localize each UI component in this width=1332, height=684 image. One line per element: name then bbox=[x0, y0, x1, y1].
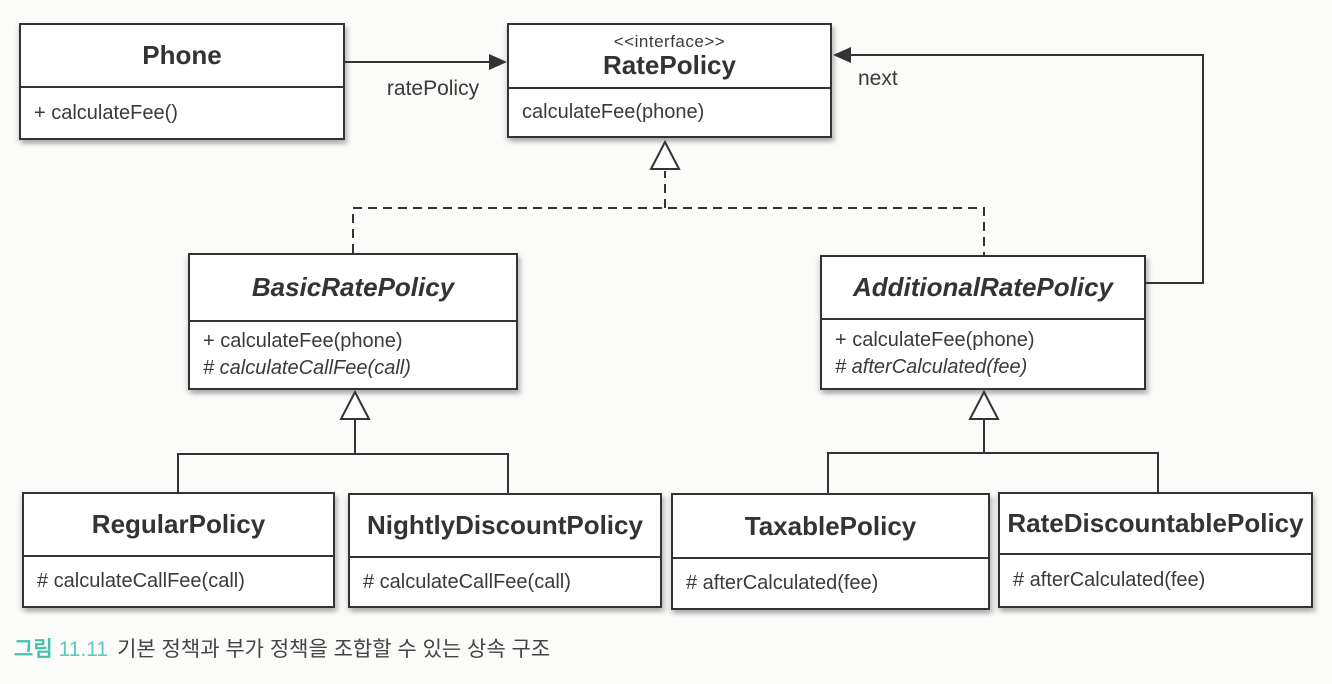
member-row: # calculateCallFee(call) bbox=[37, 570, 245, 592]
class-box-basic-rate-policy: BasicRatePolicy + calculateFee(phone) # … bbox=[188, 253, 518, 390]
class-title-nightly-discount-policy: NightlyDiscountPolicy bbox=[350, 495, 660, 558]
member-row: # afterCalculated(fee) bbox=[686, 572, 879, 594]
class-title-taxable-policy: TaxablePolicy bbox=[673, 495, 988, 559]
class-title-rate-discountable-policy: RateDiscountablePolicy bbox=[1000, 494, 1311, 555]
member-row-abstract: # calculateCallFee(call) bbox=[203, 357, 411, 379]
member-row: + calculateFee(phone) bbox=[835, 329, 1035, 351]
class-title-additional-rate-policy: AdditionalRatePolicy bbox=[822, 257, 1144, 320]
hollow-triangle-icon bbox=[968, 389, 1000, 420]
class-name: RateDiscountablePolicy bbox=[1007, 508, 1304, 539]
member-row: # calculateCallFee(call) bbox=[363, 570, 571, 593]
member-row: # afterCalculated(fee) bbox=[1013, 569, 1206, 591]
class-members-regular-policy: # calculateCallFee(call) bbox=[24, 557, 333, 606]
class-box-rate-discountable-policy: RateDiscountablePolicy # afterCalculated… bbox=[998, 492, 1313, 608]
member-row: + calculateFee(phone) bbox=[203, 330, 403, 352]
class-box-taxable-policy: TaxablePolicy # afterCalculated(fee) bbox=[671, 493, 990, 610]
hollow-triangle-icon bbox=[649, 139, 681, 170]
hollow-triangle-icon bbox=[339, 389, 371, 420]
class-name: BasicRatePolicy bbox=[251, 272, 455, 303]
caption-text: 기본 정책과 부가 정책을 조합할 수 있는 상속 구조 bbox=[117, 638, 551, 661]
member-row-abstract: # afterCalculated(fee) bbox=[835, 356, 1028, 378]
class-name: TaxablePolicy bbox=[744, 510, 917, 541]
class-box-rate-policy: <<interface>> RatePolicy calculateFee(ph… bbox=[507, 23, 832, 138]
class-title-basic-rate-policy: BasicRatePolicy bbox=[190, 255, 516, 322]
class-box-phone: Phone + calculateFee() bbox=[19, 23, 345, 140]
association-phone-ratepolicy bbox=[345, 54, 507, 70]
class-members-phone: + calculateFee() bbox=[21, 88, 343, 138]
class-members-rate-discountable-policy: # afterCalculated(fee) bbox=[1000, 555, 1311, 606]
edge-label-next: next bbox=[858, 67, 898, 90]
class-name: NightlyDiscountPolicy bbox=[367, 510, 643, 541]
class-members-nightly-discount-policy: # calculateCallFee(call) bbox=[350, 558, 660, 606]
class-title-regular-policy: RegularPolicy bbox=[24, 494, 333, 557]
class-members-rate-policy: calculateFee(phone) bbox=[509, 89, 830, 136]
class-box-additional-rate-policy: AdditionalRatePolicy + calculateFee(phon… bbox=[820, 255, 1146, 390]
realization-links bbox=[352, 171, 985, 255]
class-title-phone: Phone bbox=[21, 25, 343, 88]
generalization-additional-children bbox=[827, 419, 1159, 493]
class-name: Phone bbox=[142, 40, 222, 71]
class-members-taxable-policy: # afterCalculated(fee) bbox=[673, 559, 988, 608]
filled-arrowhead-icon bbox=[489, 54, 507, 70]
member-row: + calculateFee() bbox=[34, 101, 178, 124]
caption-figure-number: 11.11 bbox=[58, 638, 109, 661]
member-row: calculateFee(phone) bbox=[522, 101, 705, 123]
class-name: RatePolicy bbox=[603, 50, 736, 81]
class-box-regular-policy: RegularPolicy # calculateCallFee(call) bbox=[22, 492, 335, 608]
generalization-basic-children bbox=[177, 419, 509, 493]
class-title-rate-policy: <<interface>> RatePolicy bbox=[509, 25, 830, 89]
class-members-basic-rate-policy: + calculateFee(phone) # calculateCallFee… bbox=[190, 322, 516, 388]
caption-figure-word: 그림 bbox=[14, 638, 53, 661]
class-members-additional-rate-policy: + calculateFee(phone) # afterCalculated(… bbox=[822, 320, 1144, 388]
filled-arrowhead-icon bbox=[833, 47, 851, 63]
class-box-nightly-discount-policy: NightlyDiscountPolicy # calculateCallFee… bbox=[348, 493, 662, 608]
class-name: RegularPolicy bbox=[91, 509, 266, 540]
edge-label-ratepolicy: ratePolicy bbox=[386, 77, 480, 100]
class-name: AdditionalRatePolicy bbox=[852, 272, 1114, 303]
interface-stereotype: <<interface>> bbox=[613, 31, 726, 51]
